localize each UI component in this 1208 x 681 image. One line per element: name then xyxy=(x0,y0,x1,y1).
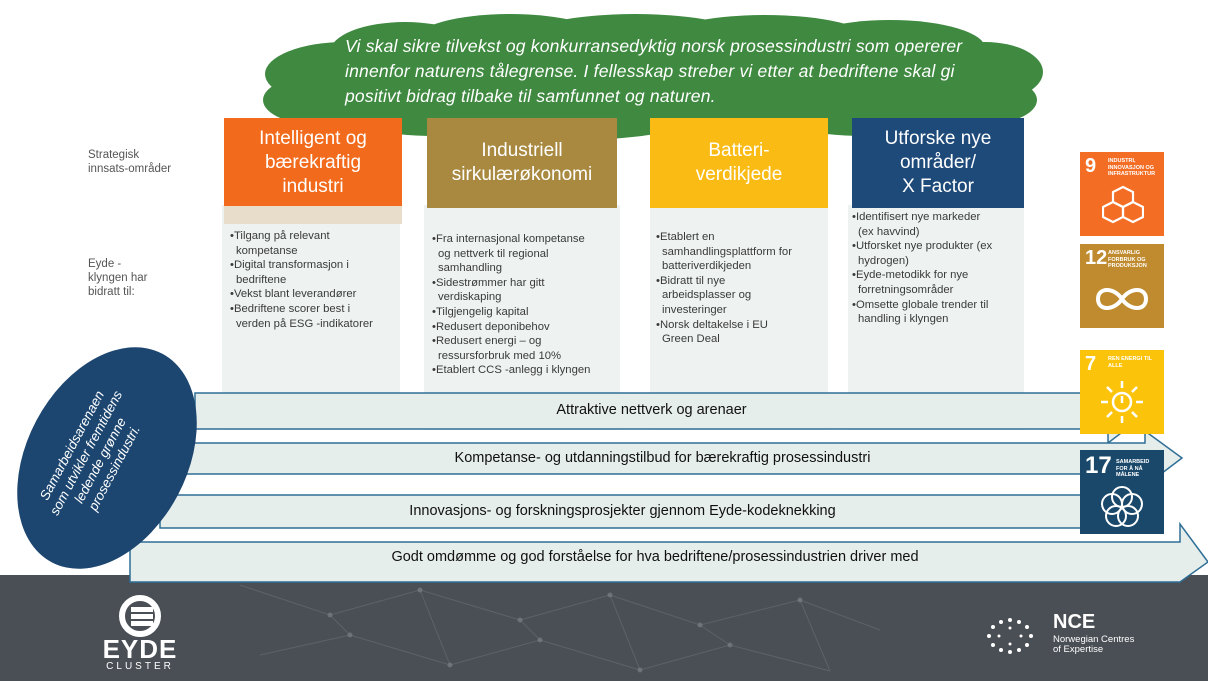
strategic-label-line: Strategisk xyxy=(88,149,140,161)
vision-line: innenfor naturens tålegrense. I fellessk… xyxy=(345,61,955,81)
eyde-e-icon xyxy=(119,595,161,637)
bullet-line: ressursforbruk med 10% xyxy=(438,349,562,362)
column-bullets-intelligent: •Tilgang på relevant kompetanse •Digital… xyxy=(230,229,373,331)
nce-logo-word: NCE xyxy=(1053,611,1096,633)
cubes-icon xyxy=(1102,185,1144,224)
sun-power-icon xyxy=(1101,381,1143,423)
eyde-cluster-logo: EYDE CLUSTER xyxy=(85,595,195,675)
column-title-line: områder/ xyxy=(899,152,977,173)
column-header-band xyxy=(224,206,402,224)
sdg-caption: INDUSTRI, INNOVASJON OG INFRASTRUKTUR xyxy=(1108,158,1156,177)
bullet-line: samhandlingsplattform for xyxy=(662,245,792,258)
bullet-line: og nettverk til regional xyxy=(438,247,549,260)
sdg-9-tile: 9 INDUSTRI, INNOVASJON OG INFRASTRUKTUR xyxy=(1080,152,1164,236)
vision-cloud xyxy=(263,14,1043,140)
bullet-line: •Identifisert nye markeder xyxy=(852,211,981,223)
bullet-line: •Norsk deltakelse i EU xyxy=(656,318,768,331)
vision-statement: Vi skal sikre tilvekst og konkurransedyk… xyxy=(345,34,1035,109)
contributed-label-line: klyngen har xyxy=(88,272,148,284)
bullet-line: kompetanse xyxy=(236,244,298,257)
strategic-label: Strategisk innsats-områder xyxy=(88,148,171,176)
nce-logo-line: of Expertise xyxy=(1053,644,1104,655)
flower-rings-icon xyxy=(1101,486,1143,527)
eyde-logo-subword: CLUSTER xyxy=(106,661,174,672)
sdg-12-tile: 12 ANSVARLIG FORBRUK OG PRODUKSJON xyxy=(1080,244,1164,328)
column-header-intelligent: Intelligent og bærekraftig industri xyxy=(224,118,402,208)
sdg-number: 17 xyxy=(1085,452,1112,479)
bullet-line: •Fra internasjonal kompetanse xyxy=(432,233,585,245)
bullet-line: •Etablert CCS -anlegg i klyngen xyxy=(432,364,591,377)
bullet-line: batteriverdikjeden xyxy=(662,260,752,273)
column-title-line: verdikjede xyxy=(695,164,783,185)
bullet-line: samhandling xyxy=(438,262,503,275)
eyde-logo-word: EYDE xyxy=(102,634,178,664)
bullet-line: arbeidsplasser og xyxy=(662,289,752,302)
bullet-line: •Tilgang på relevant xyxy=(230,230,330,242)
column-bullets-battery: •Etablert en samhandlingsplattform for b… xyxy=(656,230,792,347)
column-title-line: Intelligent og xyxy=(259,128,367,149)
infinity-icon xyxy=(1095,288,1149,310)
column-bullets-xfactor: •Identifisert nye markeder (ex havvind) … xyxy=(852,210,992,327)
bullet-line: hydrogen) xyxy=(858,254,909,267)
column-title-line: Utforske nye xyxy=(884,128,992,149)
column-title-line: Batteri- xyxy=(708,140,770,161)
bullet-line: •Vekst blant leverandører xyxy=(230,288,357,301)
column-bullets-circular: •Fra internasjonal kompetanse og nettver… xyxy=(432,232,590,378)
network-pattern xyxy=(239,584,881,673)
sdg-17-tile: 17 SAMARBEID FOR Å NÅ MÅLENE xyxy=(1080,450,1164,534)
arrow-label-network: Attraktive nettverk og arenaer xyxy=(556,402,747,418)
column-title-line: X Factor xyxy=(902,176,974,197)
bullet-line: verdiskaping xyxy=(438,291,502,304)
bullet-line: •Bedriftene scorer best i xyxy=(230,302,351,315)
bullet-line: •Tilgjengelig kapital xyxy=(432,305,529,318)
sdg-7-tile: 7 REN ENERGI TIL ALLE xyxy=(1080,350,1164,434)
bullet-line: •Redusert deponibehov xyxy=(432,320,550,333)
strategic-label-line: innsats-områder xyxy=(88,163,172,175)
sdg-number: 12 xyxy=(1085,247,1108,269)
sdg-caption: SAMARBEID FOR Å NÅ MÅLENE xyxy=(1116,459,1150,478)
nce-logo-line: Norwegian Centres xyxy=(1053,634,1135,645)
bullet-line: •Redusert energi – og xyxy=(432,335,542,348)
column-header-battery: Batteri- verdikjede xyxy=(650,118,828,208)
bullet-line: •Sidestrømmer har gitt xyxy=(432,276,545,289)
bullet-line: investeringer xyxy=(662,303,727,316)
column-header-circular: Industriell sirkulærøkonomi xyxy=(427,118,617,208)
column-header-xfactor: Utforske nye områder/ X Factor xyxy=(852,118,1024,208)
nce-ring-icon xyxy=(987,618,1033,654)
column-title-line: industri xyxy=(282,176,344,197)
bullet-line: forretningsområder xyxy=(858,283,954,296)
contributed-label-line: Eyde - xyxy=(88,258,122,270)
arrow-label-competence: Kompetanse- og utdanningstilbud for bære… xyxy=(454,450,871,466)
sdg-number: 9 xyxy=(1085,155,1097,177)
bullet-line: •Omsette globale trender til xyxy=(852,298,989,311)
column-title-line: Industriell xyxy=(481,140,563,161)
contributed-label: Eyde - klyngen har bidratt til: xyxy=(88,257,147,299)
sdg-caption: REN ENERGI TIL ALLE xyxy=(1108,356,1152,369)
bullet-line: (ex havvind) xyxy=(858,225,920,238)
bullet-line: Green Deal xyxy=(662,333,720,346)
nce-logo: NCE Norwegian Centres of Expertise xyxy=(983,612,1173,662)
bullet-line: •Digital transformasjon i xyxy=(230,259,349,272)
vision-line: positivt bidrag tilbake til samfunnet og… xyxy=(345,86,716,106)
bullet-line: verden på ESG -indikatorer xyxy=(236,317,373,330)
arrow-shape xyxy=(129,521,1208,583)
bullet-line: •Eyde-metodikk for nye xyxy=(852,269,969,282)
column-title-line: bærekraftig xyxy=(264,152,362,173)
footer-band xyxy=(0,575,1208,681)
bullet-line: •Utforsket nye produkter (ex xyxy=(852,240,993,253)
arrow-label-reputation: Godt omdømme og god forståelse for hva b… xyxy=(391,549,919,565)
sdg-caption: ANSVARLIG FORBRUK OG PRODUKSJON xyxy=(1108,250,1147,269)
bullet-line: handling i klyngen xyxy=(858,313,949,326)
collaboration-oval xyxy=(17,347,197,569)
sdg-number: 7 xyxy=(1085,353,1097,375)
bullet-line: bedriftene xyxy=(236,273,287,286)
vision-line: Vi skal sikre tilvekst og konkurransedyk… xyxy=(345,36,963,56)
bullet-line: •Bidratt til nye xyxy=(656,274,726,287)
column-title-line: sirkulærøkonomi xyxy=(451,164,593,185)
arrow-label-innovation: Innovasjons- og forskningsprosjekter gje… xyxy=(409,503,836,519)
contributed-label-line: bidratt til: xyxy=(88,286,135,298)
bullet-line: •Etablert en xyxy=(656,231,715,243)
